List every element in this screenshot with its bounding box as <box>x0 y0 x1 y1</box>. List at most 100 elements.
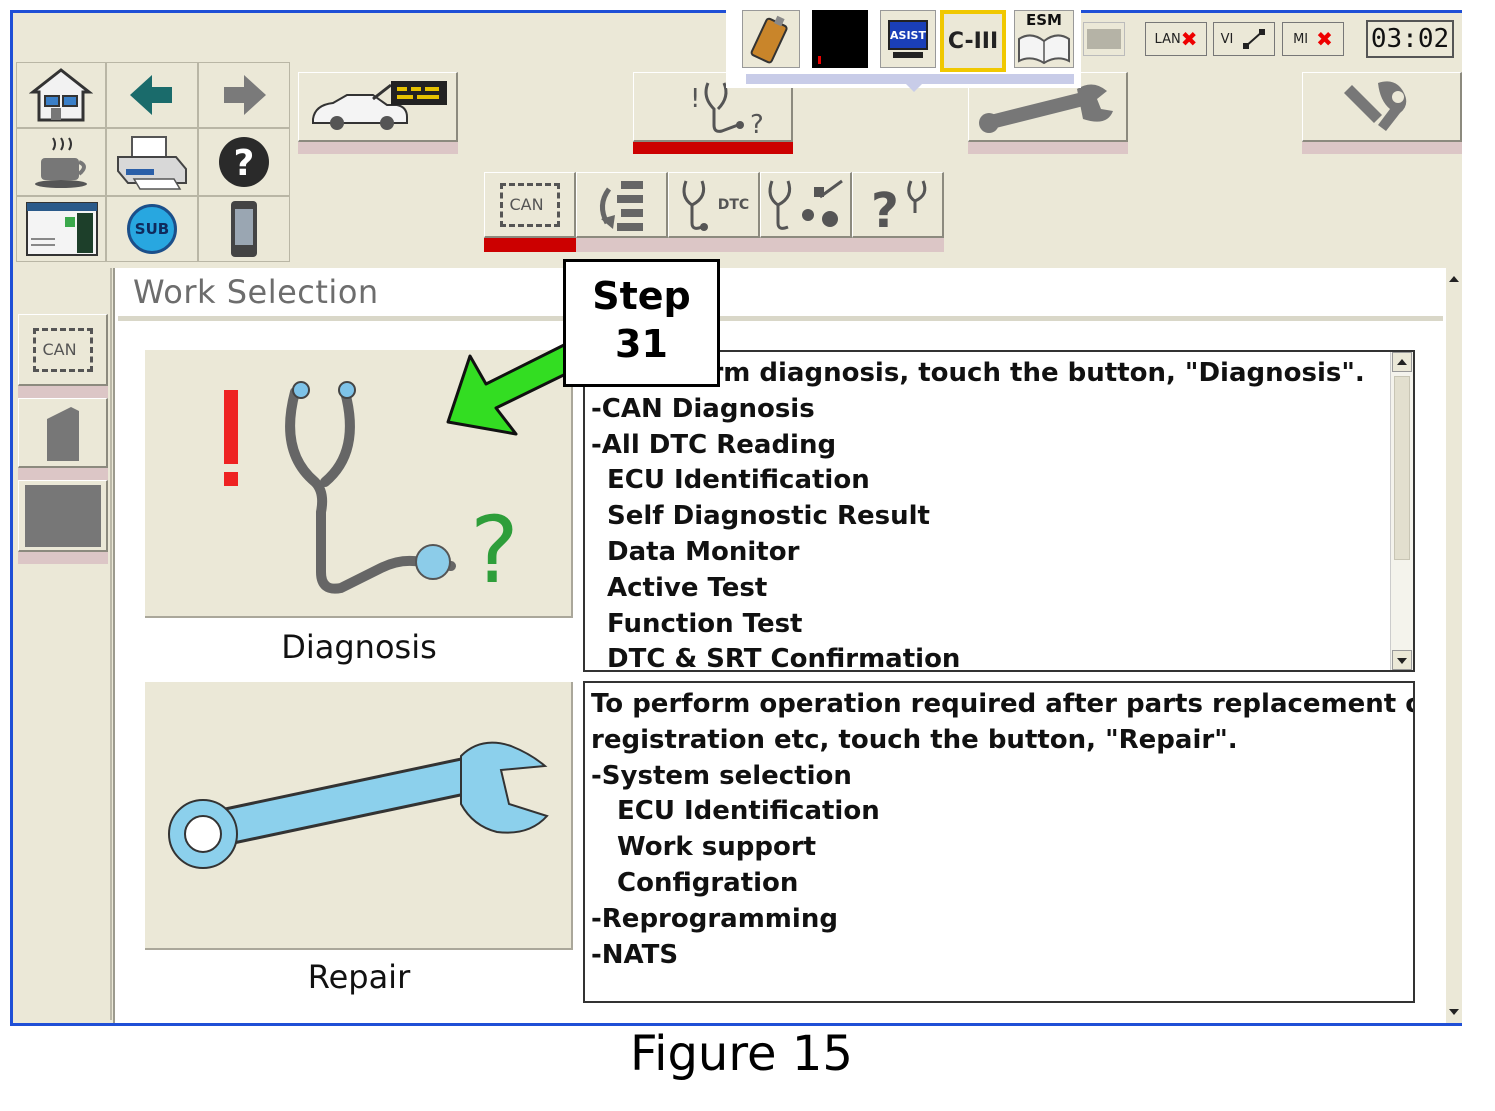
repair-button[interactable] <box>145 682 573 950</box>
vehicle-ecu-icon <box>311 80 447 130</box>
diagnosis-desc-line: -All DTC Reading <box>591 429 837 460</box>
page-scroll-up-icon[interactable] <box>1449 276 1459 282</box>
stethoscope-question-icon: ! ? <box>690 81 763 139</box>
sidebar-can-button[interactable]: CAN <box>18 314 108 386</box>
coffee-break-button[interactable] <box>16 128 106 196</box>
diagnosis-desc-line: ECU Identification <box>607 465 870 496</box>
repair-description: To perform operation required after part… <box>583 681 1415 1003</box>
sidebar-folder-button[interactable] <box>18 398 108 468</box>
home-button[interactable] <box>16 62 106 128</box>
repair-description-text: To perform operation required after part… <box>591 687 1415 973</box>
asist-monitor-icon: ASIST <box>888 20 928 50</box>
repair-desc-line: ECU Identification <box>617 796 880 827</box>
repair-desc-line: -NATS <box>591 939 679 970</box>
wrench-icon <box>168 741 549 869</box>
all-dtc-reading-button[interactable] <box>576 172 668 238</box>
step-callout-number: 31 <box>615 322 668 366</box>
coffee-cup-icon <box>35 137 87 188</box>
diagnosis-description-text: To perform diagnosis, touch the button, … <box>591 356 1389 670</box>
svg-text:?: ? <box>470 497 519 604</box>
terminal-button[interactable] <box>812 10 868 68</box>
help-icon: ? <box>219 137 269 187</box>
sidebar-panel-button[interactable] <box>18 480 108 552</box>
esm-button[interactable]: ESM <box>1014 10 1074 68</box>
forward-button[interactable] <box>198 62 290 128</box>
page-title: Work Selection <box>133 273 379 311</box>
sub-button[interactable]: SUB <box>106 196 198 262</box>
diagnosis-description: To perform diagnosis, touch the button, … <box>583 350 1415 672</box>
diagnosis-desc-line: -CAN Diagnosis <box>591 393 815 424</box>
home-icon <box>29 68 93 122</box>
esm-label: ESM <box>1026 11 1062 29</box>
mobile-device-button[interactable] <box>198 196 290 262</box>
diagnosis-desc-line: Function Test <box>607 608 803 639</box>
lan-disconnected-icon: ✖ <box>1180 27 1198 51</box>
dtc-flow-indicator <box>760 238 852 252</box>
terminal-status-icon <box>818 56 821 64</box>
tools-tab[interactable] <box>1302 72 1462 142</box>
sidebar-can-icon: CAN <box>27 322 99 378</box>
sidebar-can-indicator <box>18 386 108 398</box>
vi-connection-icon <box>1243 29 1266 49</box>
question-stethoscope-icon: ? <box>871 179 926 235</box>
printer-icon <box>117 136 187 190</box>
monitor-stand <box>893 52 923 58</box>
svg-text:?: ? <box>234 143 255 184</box>
mobile-device-icon <box>231 201 257 257</box>
scroll-down-icon <box>1397 658 1407 664</box>
screen-capture-button[interactable] <box>16 196 106 262</box>
vehicle-ecu-button[interactable] <box>298 72 458 142</box>
dtc-flow-button[interactable] <box>760 172 852 238</box>
dtc-button[interactable]: DTC <box>668 172 760 238</box>
repair-desc-line: registration etc, touch the button, "Rep… <box>591 724 1238 755</box>
stethoscope-dtc-icon <box>682 179 708 231</box>
callout-arrow-icon <box>446 342 580 436</box>
can-icon: CAN <box>494 177 566 233</box>
diagnosis-label: Diagnosis <box>281 628 437 666</box>
repair-tab-indicator <box>968 142 1128 154</box>
print-button[interactable] <box>106 128 198 196</box>
diagnosis-help-indicator <box>852 238 944 252</box>
battery-status <box>1083 22 1125 56</box>
mi-label: MI <box>1293 31 1309 47</box>
back-button[interactable] <box>106 62 198 128</box>
diagnosis-help-button[interactable]: ? <box>852 172 944 238</box>
page-scroll-down-icon[interactable] <box>1449 1009 1459 1015</box>
screen-capture-icon <box>26 202 98 256</box>
diagnosis-desc-line: Self Diagnostic Result <box>607 501 930 532</box>
scroll-down-button[interactable] <box>1392 650 1412 670</box>
repair-desc-line: -Reprogramming <box>591 903 838 934</box>
diagnosis-scrollbar[interactable] <box>1390 352 1413 670</box>
popup-shelf <box>746 74 1074 84</box>
battery-status-icon <box>1087 29 1121 49</box>
tools-tab-indicator <box>1302 142 1462 154</box>
diagnosis-desc-line: Active Test <box>607 572 768 603</box>
all-dtc-indicator <box>576 238 668 252</box>
dtc-list-icon <box>599 180 643 231</box>
scroll-up-button[interactable] <box>1392 352 1412 372</box>
sidebar-folder-indicator <box>18 468 108 480</box>
help-button[interactable]: ? <box>198 128 290 196</box>
can-active-indicator <box>484 238 576 252</box>
back-arrow-icon <box>130 75 172 115</box>
c3-button[interactable]: C-III <box>940 10 1006 72</box>
repair-desc-line: To perform operation required after part… <box>591 689 1415 719</box>
popup-pointer <box>906 84 922 92</box>
sub-icon: SUB <box>127 204 177 254</box>
battery-button[interactable] <box>742 10 800 68</box>
vehicle-ecu-indicator <box>298 142 458 154</box>
scroll-up-icon <box>1397 359 1407 365</box>
can-diagnosis-button[interactable]: CAN <box>484 172 576 238</box>
svg-text:!: ! <box>690 84 700 114</box>
wrench-icon <box>978 83 1113 133</box>
vi-label: VI <box>1220 31 1234 47</box>
page-scrollbar[interactable] <box>1446 268 1462 1023</box>
scroll-thumb[interactable] <box>1394 376 1410 560</box>
step-callout: Step 31 <box>563 259 720 387</box>
asist-button[interactable]: ASIST <box>880 10 936 68</box>
dtc-label: DTC <box>717 196 750 213</box>
diagnosis-tab-active-indicator <box>633 142 793 154</box>
book-icon <box>1018 34 1070 65</box>
app-launcher-popup: ASIST C-III ESM <box>726 10 1081 92</box>
lan-label: LAN <box>1154 31 1181 47</box>
